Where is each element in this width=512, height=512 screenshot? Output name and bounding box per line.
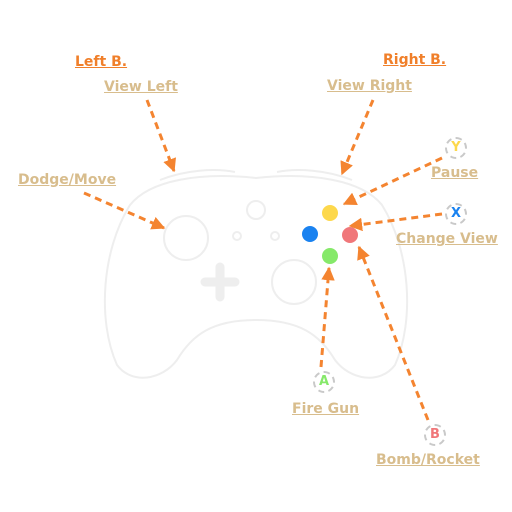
dodge-move-label: Dodge/Move (18, 172, 117, 188)
arrow-change-view (348, 212, 443, 232)
controller-outline (103, 169, 409, 379)
fire-gun-label: Fire Gun (292, 401, 360, 417)
view-left-label: View Left (104, 79, 178, 95)
a-badge-icon: A (313, 371, 335, 393)
arrow-fire-gun (319, 266, 335, 368)
view-right-label: View Right (327, 78, 412, 94)
arrow-view-left (145, 99, 176, 173)
bomb-rocket-label: Bomb/Rocket (376, 452, 480, 468)
arrow-pause (342, 156, 443, 206)
pause-label: Pause (431, 165, 479, 181)
change-view-label: Change View (396, 231, 498, 247)
x-badge-icon: X (445, 203, 467, 225)
y-button[interactable] (322, 205, 338, 221)
b-badge-icon: B (424, 424, 446, 446)
arrow-view-right (340, 99, 375, 176)
right-bumper-label: Right B. (383, 52, 447, 68)
left-bumper-label: Left B. (75, 54, 128, 70)
a-button[interactable] (322, 248, 338, 264)
y-badge-icon: Y (445, 137, 467, 159)
x-button[interactable] (302, 226, 318, 242)
arrow-dodge-move (83, 191, 166, 230)
arrow-bomb-rocket (357, 245, 430, 421)
b-button[interactable] (342, 227, 358, 243)
